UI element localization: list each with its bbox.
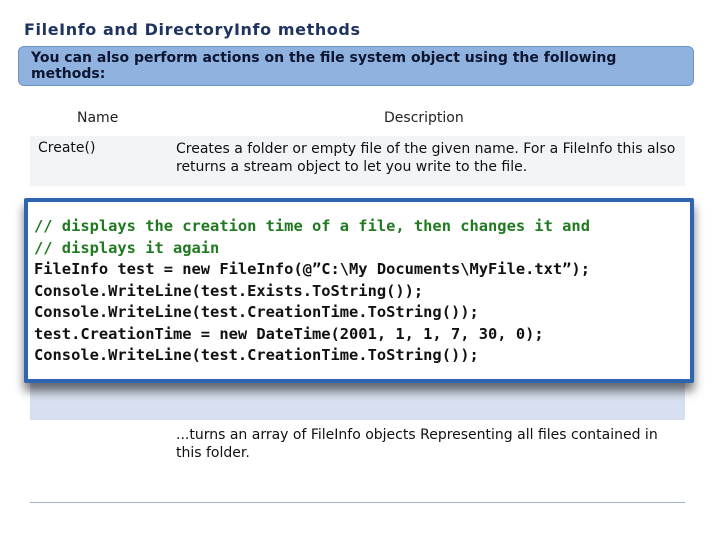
code-line: FileInfo test = new FileInfo(@”C:\My Doc… <box>34 260 590 278</box>
column-header-description: Description <box>384 110 464 126</box>
table-row: ...turns an array of FileInfo objects Re… <box>30 422 685 462</box>
method-description: Creates a folder or empty file of the gi… <box>176 141 676 175</box>
code-comment-line: // displays the creation time of a file,… <box>34 217 590 235</box>
code-line: Console.WriteLine(test.CreationTime.ToSt… <box>34 346 479 364</box>
intro-banner-text: You can also perform actions on the file… <box>31 50 617 82</box>
intro-banner: You can also perform actions on the file… <box>18 46 694 86</box>
code-comment-line: // displays it again <box>34 238 220 257</box>
column-header-name: Name <box>77 110 119 126</box>
code-line: test.CreationTime = new DateTime(2001, 1… <box>34 324 544 343</box>
code-example-box: // displays the creation time of a file,… <box>24 198 694 383</box>
table-bottom-divider <box>30 502 685 503</box>
method-description: ...turns an array of FileInfo objects Re… <box>176 427 658 461</box>
method-name: Create() <box>38 140 96 156</box>
table-row: Create() Creates a folder or empty file … <box>30 136 685 186</box>
slide-title: FileInfo and DirectoryInfo methods <box>24 20 361 39</box>
code-line: Console.WriteLine(test.CreationTime.ToSt… <box>34 303 479 321</box>
code-line: Console.WriteLine(test.Exists.ToString()… <box>34 281 424 300</box>
